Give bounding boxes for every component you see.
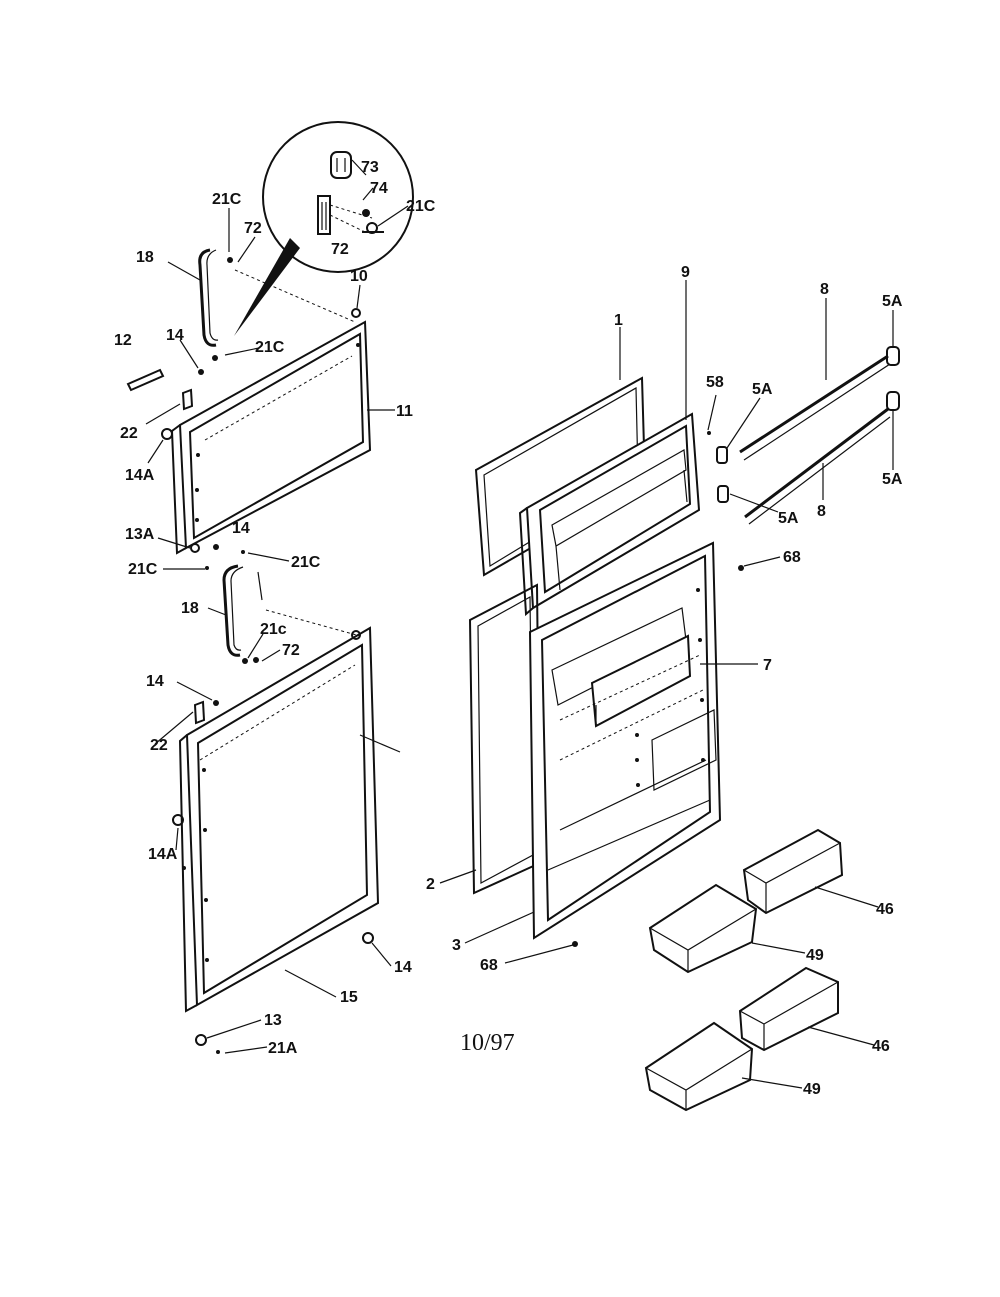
label-22-upper: 22 bbox=[120, 425, 138, 442]
label-14-upper: 14 bbox=[166, 327, 184, 344]
label-5a-right: 5A bbox=[882, 471, 903, 488]
label-72-lower: 72 bbox=[282, 642, 300, 659]
label-73: 73 bbox=[361, 159, 379, 176]
fresh-food-handle bbox=[222, 564, 263, 657]
label-21c-mid: 21C bbox=[255, 339, 285, 356]
label-2: 2 bbox=[426, 876, 435, 893]
label-12: 12 bbox=[114, 332, 132, 349]
label-21c-top: 21C bbox=[212, 191, 242, 208]
label-74: 74 bbox=[370, 180, 388, 197]
label-5a-1: 5A bbox=[752, 381, 773, 398]
label-5a-top: 5A bbox=[882, 293, 903, 310]
label-14-bottom: 14 bbox=[394, 959, 412, 976]
small-parts-lower bbox=[172, 657, 374, 1054]
label-72-top: 72 bbox=[244, 220, 262, 237]
label-11: 11 bbox=[396, 403, 413, 420]
detail-magnifier bbox=[234, 121, 414, 336]
label-9: 9 bbox=[681, 264, 690, 281]
label-46-lower: 46 bbox=[872, 1038, 890, 1055]
label-21c-detail: 21C bbox=[406, 198, 436, 215]
label-1: 1 bbox=[614, 312, 623, 329]
label-21c-lower: 21c bbox=[260, 621, 287, 638]
freezer-door bbox=[170, 320, 372, 555]
label-21c-right: 21C bbox=[291, 554, 321, 571]
label-3: 3 bbox=[452, 937, 461, 954]
label-49-lower: 49 bbox=[803, 1081, 821, 1098]
part-labels: 18 21C 72 73 74 21C 72 10 21C 14 12 22 1… bbox=[114, 159, 903, 1098]
label-72-detail: 72 bbox=[331, 241, 349, 258]
fresh-food-liner bbox=[528, 541, 722, 940]
label-21c-left: 21C bbox=[128, 561, 158, 578]
label-14-mid: 14 bbox=[232, 520, 250, 537]
door-bins bbox=[644, 828, 844, 1112]
freezer-handle bbox=[198, 248, 219, 347]
label-21a: 21A bbox=[268, 1040, 298, 1057]
label-5a-lower: 5A bbox=[778, 510, 799, 527]
label-14a-lower: 14A bbox=[148, 846, 178, 863]
label-8-upper: 8 bbox=[820, 281, 829, 298]
label-10: 10 bbox=[350, 268, 368, 285]
label-18-upper: 18 bbox=[136, 249, 154, 266]
label-49-upper: 49 bbox=[806, 947, 824, 964]
label-46-upper: 46 bbox=[876, 901, 894, 918]
leader-lines bbox=[145, 159, 894, 1089]
label-58: 58 bbox=[706, 374, 724, 391]
label-18-lower: 18 bbox=[181, 600, 199, 617]
label-14-lower: 14 bbox=[146, 673, 164, 690]
label-68-upper: 68 bbox=[783, 549, 801, 566]
hinge-rods bbox=[572, 346, 900, 947]
freezer-liner bbox=[518, 412, 701, 617]
small-parts-upper bbox=[126, 257, 361, 570]
label-15: 15 bbox=[340, 989, 358, 1006]
label-13: 13 bbox=[264, 1012, 282, 1029]
label-22-lower: 22 bbox=[150, 737, 168, 754]
label-14a-upper: 14A bbox=[125, 467, 155, 484]
label-13a: 13A bbox=[125, 526, 155, 543]
label-68-lower: 68 bbox=[480, 957, 498, 974]
label-7: 7 bbox=[763, 657, 772, 674]
fresh-food-door bbox=[178, 626, 380, 1013]
label-8-lower: 8 bbox=[817, 503, 826, 520]
date-code: 10/97 bbox=[460, 1030, 515, 1056]
